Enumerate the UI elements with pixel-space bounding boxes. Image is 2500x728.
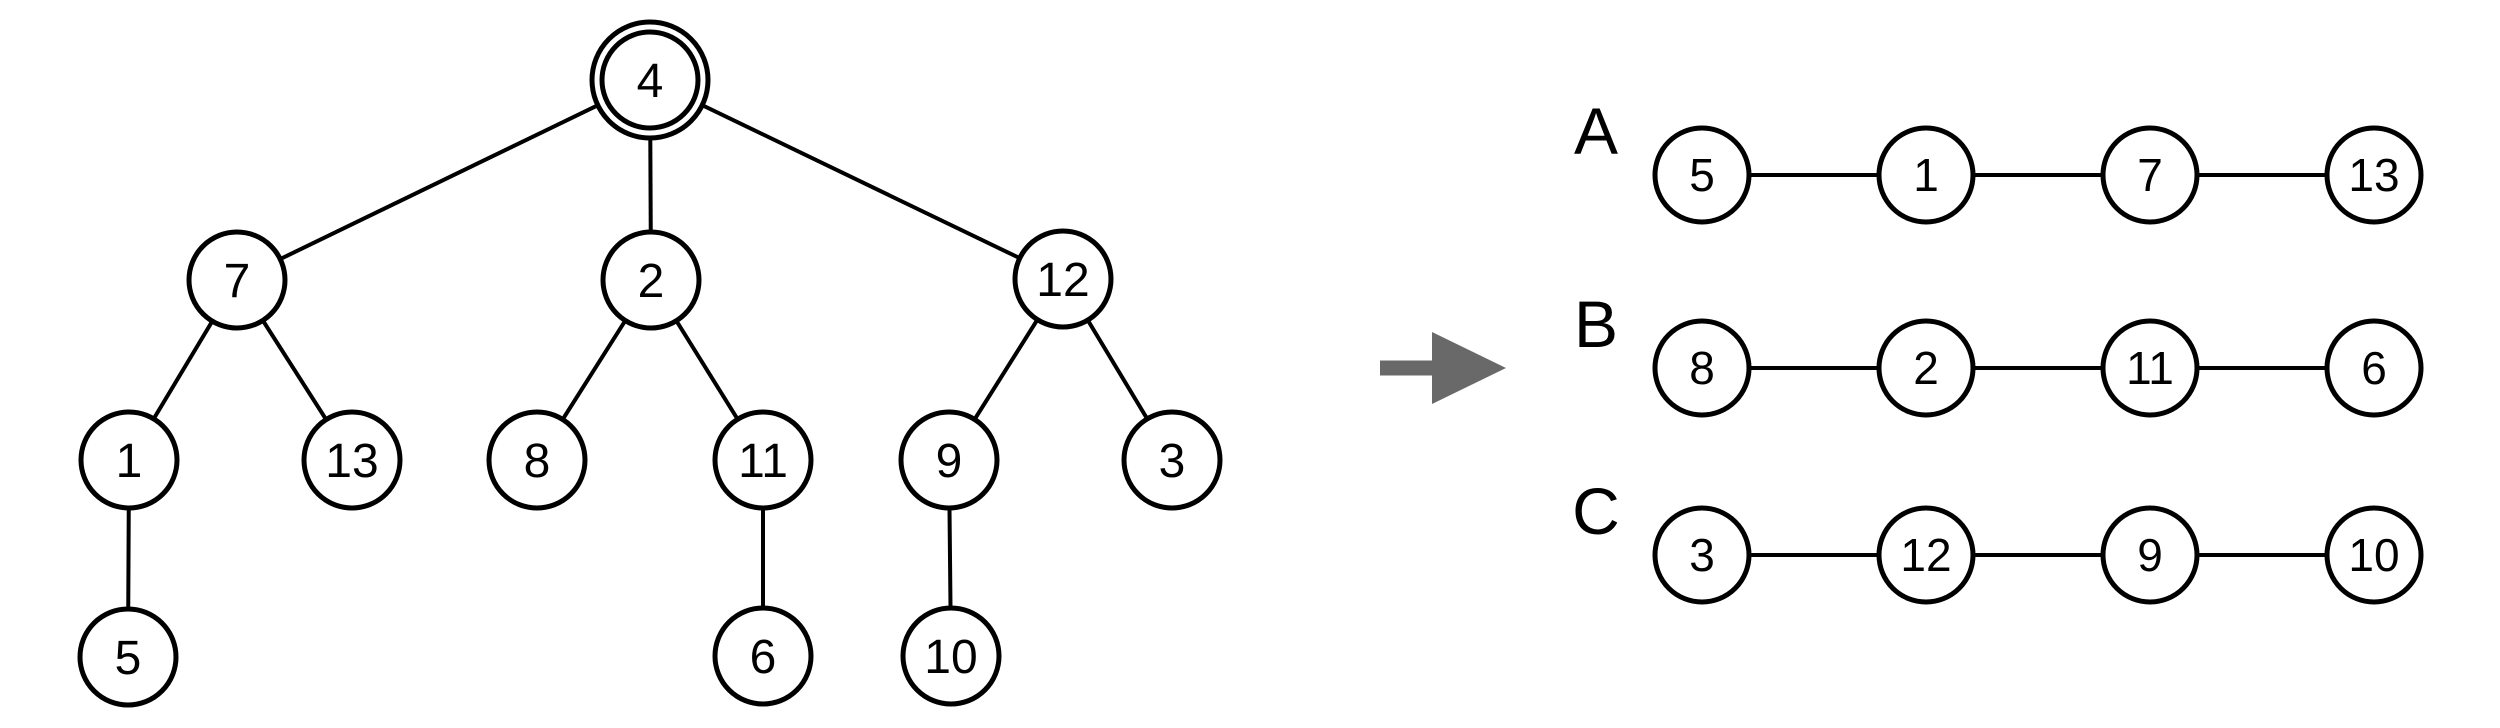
chain-A-node-circle-7 <box>2100 125 2200 225</box>
chain-A-node-circle-13 <box>2324 125 2424 225</box>
chain-B-node-6: 6 <box>2324 318 2424 418</box>
chain-C-node-12: 12 <box>1876 505 1976 605</box>
tree-edge-4-7 <box>236 78 651 282</box>
tree-node-label-3: 3 <box>1159 435 1186 488</box>
chain-B-node-label-11: 11 <box>2126 342 2174 394</box>
chain-C-node-circle-10 <box>2324 505 2424 605</box>
tree-node-label-11: 11 <box>738 435 788 488</box>
arrow-icon <box>1380 332 1506 404</box>
tree-node-label-8: 8 <box>524 435 551 488</box>
tree-node-circle-4 <box>599 29 701 131</box>
chain-C-node-circle-3 <box>1652 505 1752 605</box>
chain-B-node-circle-11 <box>2100 318 2200 418</box>
chain-C-node-label-9: 9 <box>2137 529 2163 581</box>
tree-node-label-2: 2 <box>638 255 665 308</box>
tree-edge-4-12 <box>649 78 1064 281</box>
chain-A-node-7: 7 <box>2100 125 2200 225</box>
tree-node-5: 5 <box>77 606 179 708</box>
tree-node-label-5: 5 <box>115 632 142 685</box>
chain-B-node-11: 11 <box>2100 318 2200 418</box>
chain-A-node-label-1: 1 <box>1913 149 1939 201</box>
chain-A-node-circle-1 <box>1876 125 1976 225</box>
tree-node-circle-7 <box>186 229 288 331</box>
tree-node-label-1: 1 <box>116 435 143 488</box>
tree-node-9: 9 <box>898 409 1000 511</box>
tree-node-7: 7 <box>186 229 288 331</box>
tree-node-circle-12 <box>1012 228 1114 330</box>
tree-node-circle-11 <box>712 409 814 511</box>
chain-B-node-circle-6 <box>2324 318 2424 418</box>
chain-C-node-label-12: 12 <box>1900 529 1951 581</box>
tree-node-circle-3 <box>1121 409 1223 511</box>
tree-node-13: 13 <box>301 409 403 511</box>
tree-node-circle-10 <box>900 605 1002 707</box>
chain-B-node-8: 8 <box>1652 318 1752 418</box>
tree-node-circle-2 <box>600 229 702 331</box>
tree-node-1: 1 <box>78 409 180 511</box>
chain-C-node-10: 10 <box>2324 505 2424 605</box>
chain-C-node-circle-9 <box>2100 505 2200 605</box>
chain-C-node-label-3: 3 <box>1689 529 1715 581</box>
tree-node-12: 12 <box>1012 228 1114 330</box>
tree-node-label-7: 7 <box>224 255 251 308</box>
chain-A-node-1: 1 <box>1876 125 1976 225</box>
chain-B-node-label-6: 6 <box>2361 342 2387 394</box>
tree-node-label-12: 12 <box>1036 254 1089 307</box>
chain-label-C: C <box>1572 474 1620 548</box>
chain-C-node-circle-12 <box>1876 505 1976 605</box>
tree-node-4: 4 <box>589 19 711 141</box>
tree-node-label-13: 13 <box>325 435 378 488</box>
tree-node-6: 6 <box>712 605 814 707</box>
chain-A-node-label-7: 7 <box>2137 149 2163 201</box>
tree-node-label-4: 4 <box>637 55 664 108</box>
chain-B-node-label-8: 8 <box>1689 342 1715 394</box>
chain-B-node-label-2: 2 <box>1913 342 1939 394</box>
tree-node-circle-13 <box>301 409 403 511</box>
tree-node-circle-1 <box>78 409 180 511</box>
tree-node-circle-8 <box>486 409 588 511</box>
tree-node-circle-9 <box>898 409 1000 511</box>
tree-node-circle-6 <box>712 605 814 707</box>
chain-C-node-label-10: 10 <box>2348 529 2399 581</box>
chain-B-node-circle-8 <box>1652 318 1752 418</box>
chain-B-node-circle-2 <box>1876 318 1976 418</box>
tree-node-10: 10 <box>900 605 1002 707</box>
chain-C-node-3: 3 <box>1652 505 1752 605</box>
tree-node-label-6: 6 <box>750 631 777 684</box>
chain-A-node-label-13: 13 <box>2348 149 2399 201</box>
chain-A-node-13: 13 <box>2324 125 2424 225</box>
tree-node-2: 2 <box>600 229 702 331</box>
tree-node-label-9: 9 <box>936 435 963 488</box>
tree-node-11: 11 <box>712 409 814 511</box>
chain-label-A: A <box>1574 94 1618 168</box>
chain-A-node-5: 5 <box>1652 125 1752 225</box>
chain-B-node-2: 2 <box>1876 318 1976 418</box>
chain-A-node-circle-5 <box>1652 125 1752 225</box>
chain-C-node-9: 9 <box>2100 505 2200 605</box>
tree-node-label-10: 10 <box>924 631 977 684</box>
tree-node-8: 8 <box>486 409 588 511</box>
chain-label-B: B <box>1574 287 1618 361</box>
tree-node-circle-5 <box>77 606 179 708</box>
chain-A-node-label-5: 5 <box>1689 149 1715 201</box>
tree-node-3: 3 <box>1121 409 1223 511</box>
